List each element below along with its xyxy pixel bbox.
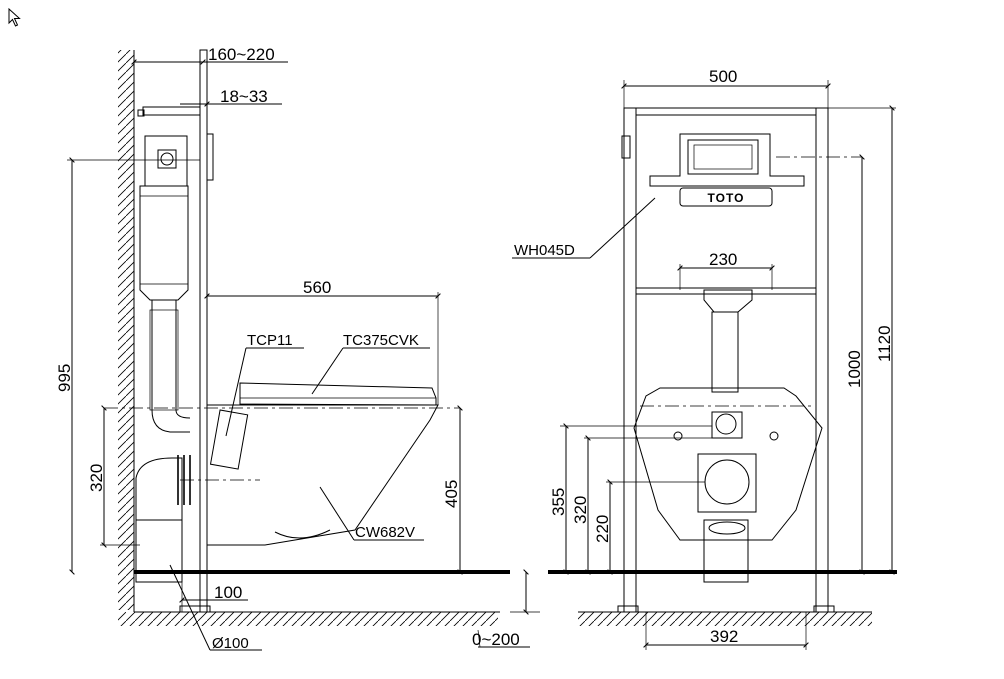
flush-panel xyxy=(649,133,805,187)
flush-pipe-front xyxy=(151,300,190,433)
dim-1120: 1120 xyxy=(875,325,894,362)
label-wh045d: WH045D xyxy=(514,242,575,259)
flush-valve-center xyxy=(160,152,174,166)
bracket-bolt xyxy=(137,109,145,117)
toto-badge xyxy=(679,187,773,207)
dim-160-220: 160~220 xyxy=(208,45,275,64)
front-view: TOTO 500 230 1000 1120 xyxy=(512,67,897,650)
frame-post-side xyxy=(199,49,208,613)
side-view: 160~220 18~33 560 995 320 405 100 Ø100 0 xyxy=(55,45,540,652)
flush-connector xyxy=(703,289,753,313)
flush-pipe-vertical xyxy=(711,311,739,393)
dim-320-side: 320 xyxy=(87,464,106,492)
drain-elbow xyxy=(135,457,183,521)
bowl-front xyxy=(633,387,823,541)
dim-560: 560 xyxy=(303,278,331,297)
dim-diameter-100: Ø100 xyxy=(212,635,249,652)
label-cw682v: CW682V xyxy=(355,524,415,541)
label-tcp11: TCP11 xyxy=(247,332,293,349)
ground-hatch-left xyxy=(118,612,498,626)
dim-995: 995 xyxy=(55,364,74,392)
mouse-pointer-icon xyxy=(8,8,21,27)
dim-320-front: 320 xyxy=(571,496,590,524)
frame-post-left xyxy=(623,107,637,613)
dim-392: 392 xyxy=(710,627,738,646)
ground-hatch-right xyxy=(578,612,872,626)
frame-post-right xyxy=(815,107,829,613)
bowl-mount xyxy=(209,409,249,470)
dim-355: 355 xyxy=(549,488,568,516)
dim-500: 500 xyxy=(709,67,737,86)
dim-18-33: 18~33 xyxy=(220,87,268,106)
drain-pipe xyxy=(135,519,183,583)
dim-1000: 1000 xyxy=(845,350,864,388)
flush-housing xyxy=(144,135,188,187)
label-tc375cvk: TC375CVK xyxy=(343,332,419,349)
flush-plate-side xyxy=(206,133,214,181)
dim-100: 100 xyxy=(214,583,242,602)
dim-0-200: 0~200 xyxy=(472,630,520,649)
bowl-body xyxy=(206,404,439,546)
frame-foot-side xyxy=(179,605,211,613)
drain-box xyxy=(697,453,757,513)
dim-220: 220 xyxy=(593,515,612,543)
dim-405: 405 xyxy=(442,480,461,508)
top-bracket xyxy=(142,106,201,116)
seat xyxy=(239,382,437,406)
drain-outlet xyxy=(704,459,750,505)
cistern xyxy=(139,185,189,301)
wall-hatch xyxy=(118,50,134,610)
flush-window xyxy=(687,139,759,175)
dim-230: 230 xyxy=(709,250,737,269)
drain-stub xyxy=(703,519,749,583)
flush-valve xyxy=(157,149,177,169)
brand-toto: TOTO xyxy=(708,191,745,205)
